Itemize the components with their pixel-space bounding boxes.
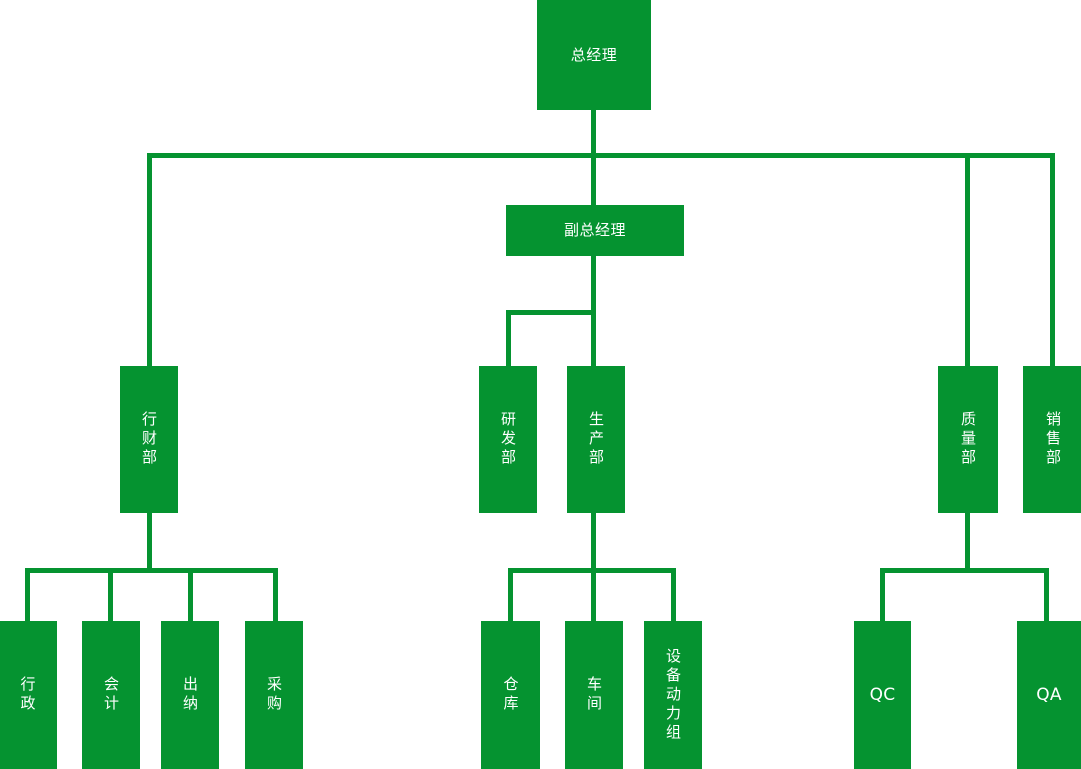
connector-to-deputy-gm (591, 153, 596, 208)
connector-to-workshop (591, 568, 596, 623)
connector-to-qc (880, 568, 885, 623)
node-deputy-general-manager[interactable]: 副总经理 (506, 205, 684, 256)
node-label-equipment-power-group: 设备动力组 (664, 647, 682, 743)
connector-to-sales (1050, 153, 1055, 369)
node-label-admin-finance-dept: 行财部 (140, 411, 158, 468)
node-label-cashier: 出纳 (181, 676, 199, 714)
node-label-warehouse: 仓库 (501, 676, 520, 714)
connector-quality-stem (965, 511, 970, 572)
node-rd-dept[interactable]: 研发部 (479, 366, 537, 513)
node-qa[interactable]: QA (1017, 621, 1081, 769)
node-label-administration: 行政 (18, 676, 37, 714)
node-production-dept[interactable]: 生产部 (567, 366, 625, 513)
connector-deputy-branch-bus (506, 310, 596, 315)
node-label-production-dept: 生产部 (587, 411, 605, 468)
connector-quality-bus (880, 568, 1049, 573)
connector-to-accounting (108, 568, 113, 623)
node-label-sales-dept: 销售部 (1044, 411, 1062, 468)
connector-to-cashier (188, 568, 193, 623)
node-administration[interactable]: 行政 (0, 621, 57, 769)
node-workshop[interactable]: 车间 (565, 621, 623, 769)
node-label-rd-dept: 研发部 (499, 411, 517, 468)
node-label-quality-dept: 质量部 (959, 411, 977, 468)
node-label-purchasing: 采购 (265, 676, 283, 714)
connector-admin-finance-bus (25, 568, 278, 573)
connector-to-rd (506, 310, 511, 370)
node-quality-dept[interactable]: 质量部 (938, 366, 998, 513)
connector-to-admin (25, 568, 30, 623)
connector-admin-finance-stem (147, 511, 152, 572)
node-label-general-manager: 总经理 (570, 45, 618, 64)
connector-production-stem (591, 511, 596, 572)
node-label-qc: QC (869, 684, 896, 705)
connector-level1-bus (148, 153, 1055, 158)
connector-to-warehouse (508, 568, 513, 623)
node-equipment-power-group[interactable]: 设备动力组 (644, 621, 702, 769)
node-label-workshop: 车间 (585, 676, 603, 714)
node-sales-dept[interactable]: 销售部 (1023, 366, 1081, 513)
node-accounting[interactable]: 会计 (82, 621, 140, 769)
connector-to-quality (965, 153, 970, 369)
connector-to-purchasing (273, 568, 278, 623)
node-general-manager[interactable]: 总经理 (537, 0, 651, 110)
node-admin-finance-dept[interactable]: 行财部 (120, 366, 178, 513)
node-qc[interactable]: QC (854, 621, 911, 769)
node-purchasing[interactable]: 采购 (245, 621, 303, 769)
node-label-qa: QA (1036, 684, 1062, 705)
node-label-deputy-general-manager: 副总经理 (563, 221, 626, 240)
node-label-accounting: 会计 (102, 676, 120, 714)
connector-to-qa (1044, 568, 1049, 623)
node-warehouse[interactable]: 仓库 (481, 621, 540, 769)
connector-gm-stem (591, 110, 596, 158)
node-cashier[interactable]: 出纳 (161, 621, 219, 769)
connector-to-admin-finance (147, 153, 152, 369)
connector-to-equipment (671, 568, 676, 623)
